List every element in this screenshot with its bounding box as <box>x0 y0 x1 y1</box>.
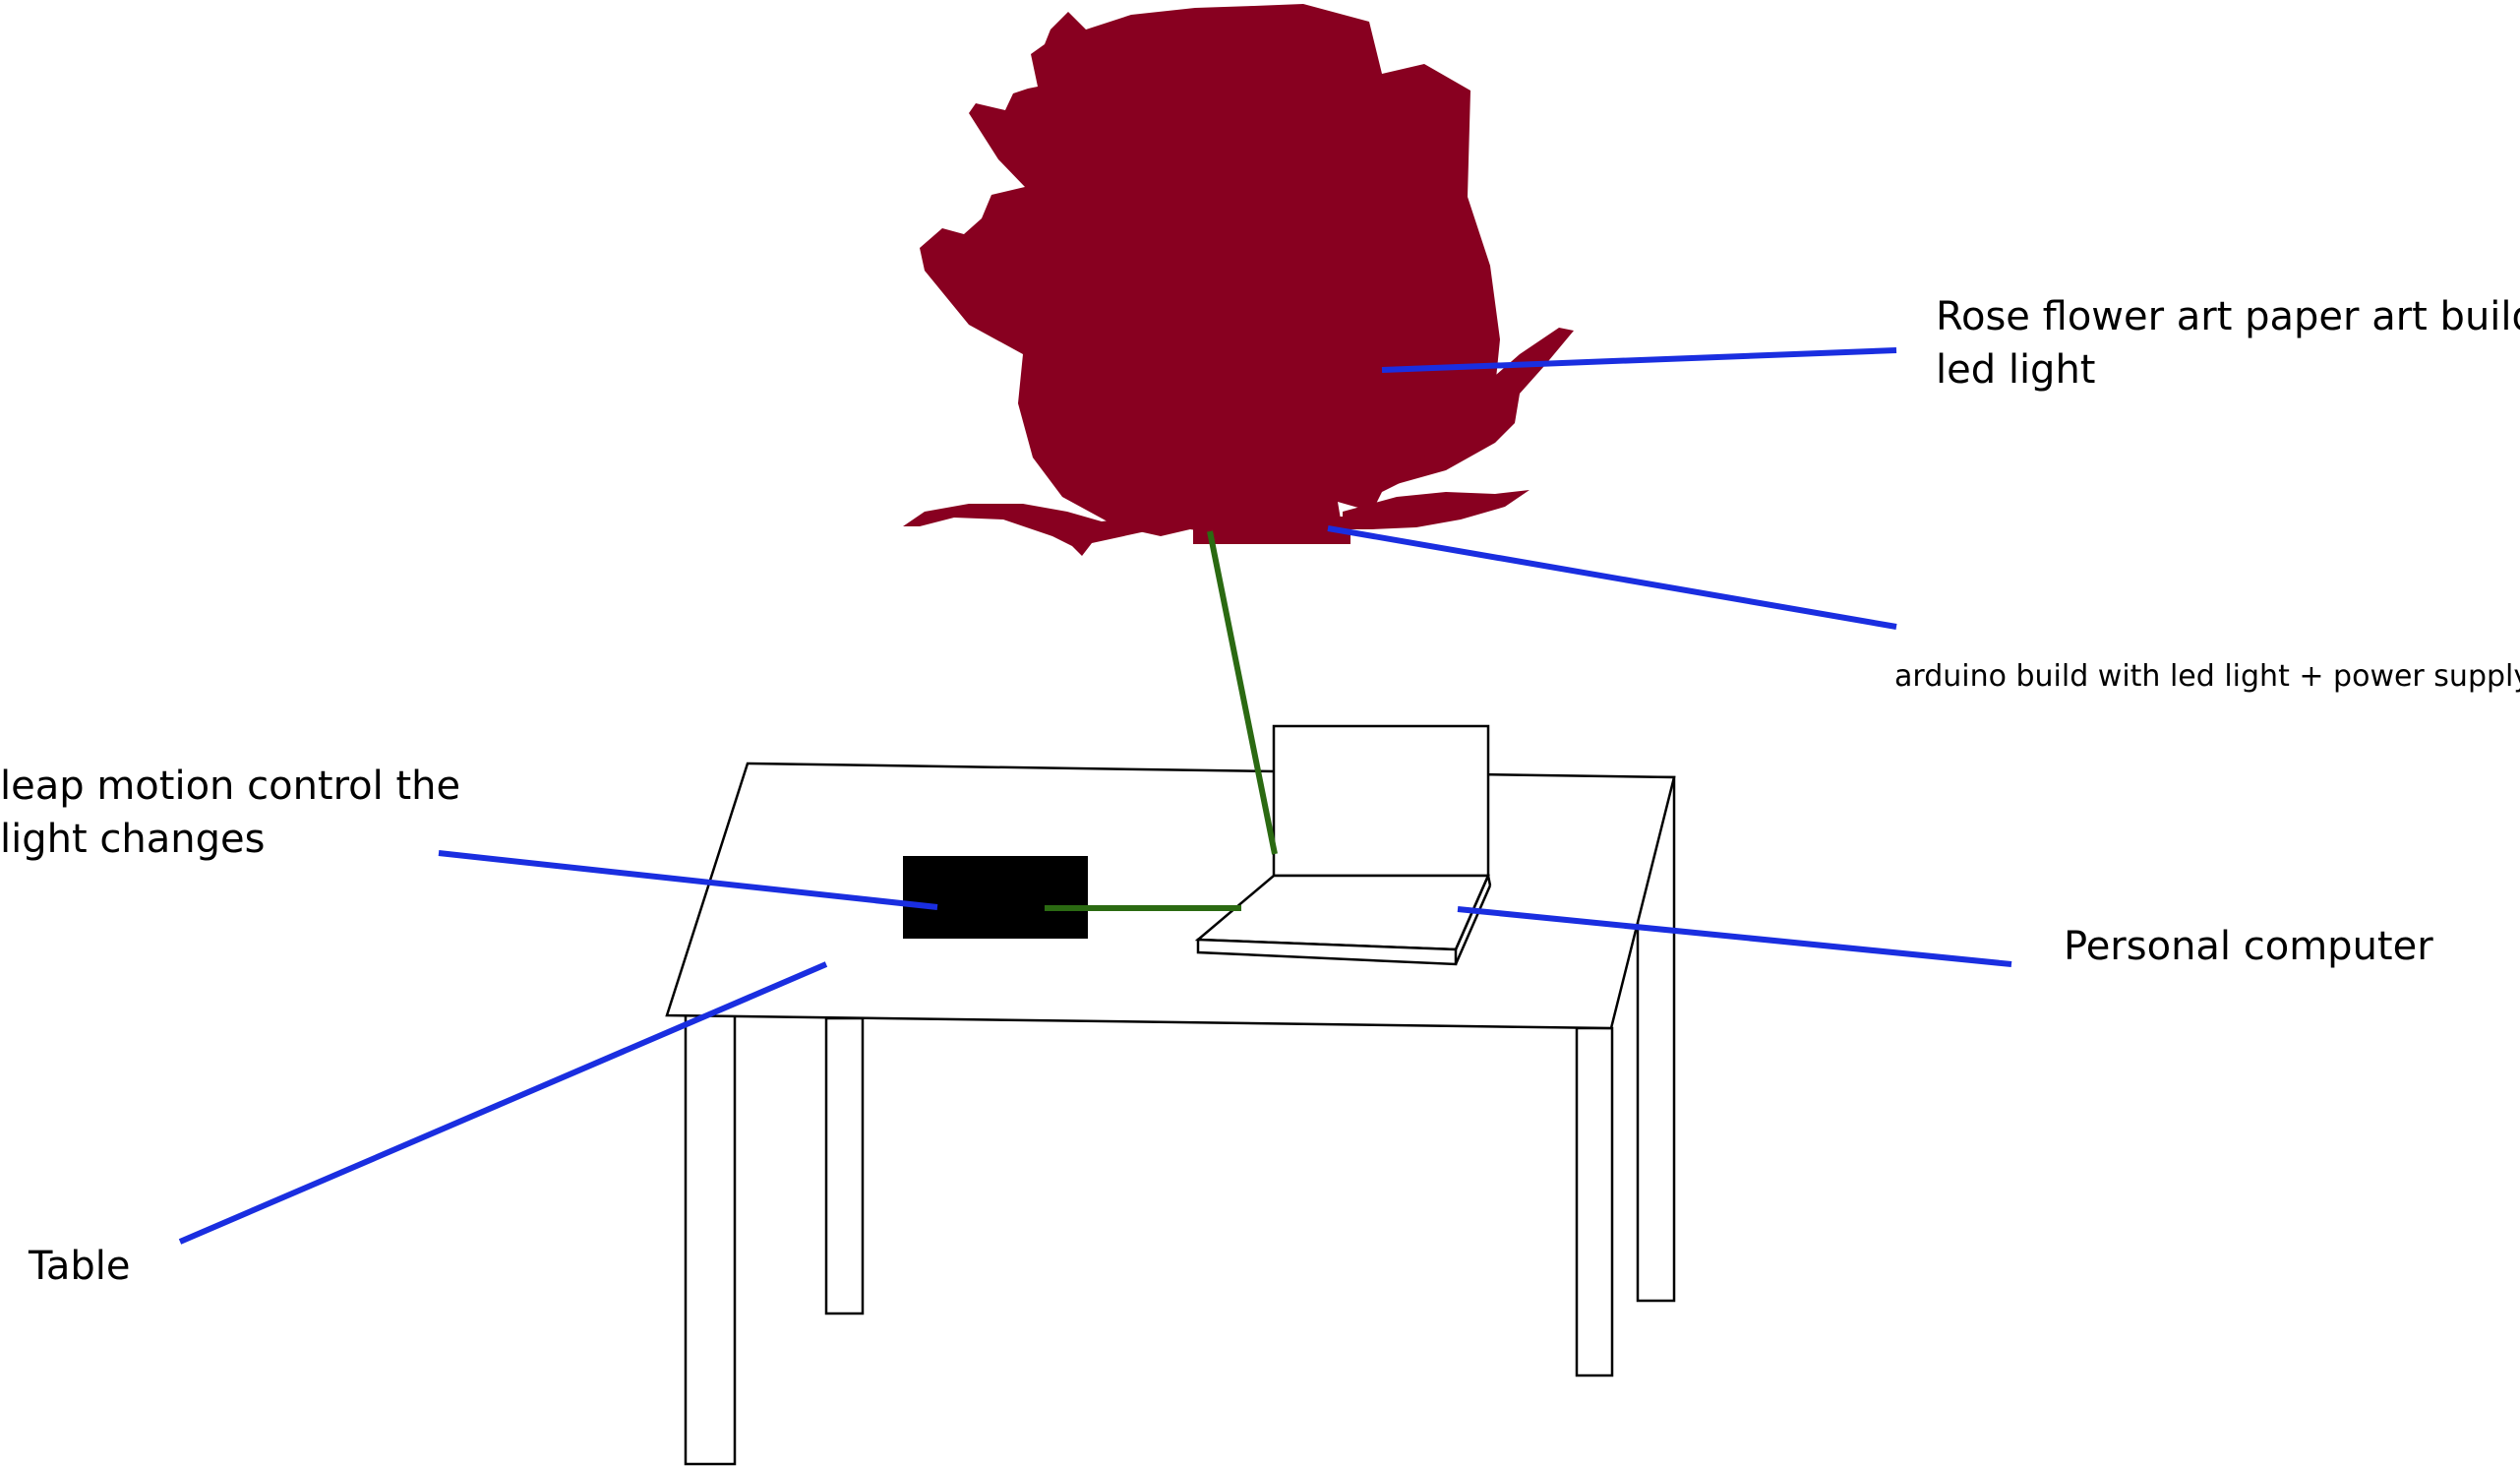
table-leg-front-left <box>684 1009 737 1466</box>
arduino-label-text: arduino build with led light + power sup… <box>1894 659 2520 694</box>
callouts <box>178 347 2012 1245</box>
rose-label-line-2: led light <box>1936 347 2096 393</box>
leap-label-line-1: leap motion control the <box>0 764 461 809</box>
table-leg-front-right <box>1575 1026 1614 1377</box>
callout-computer <box>1457 906 2012 967</box>
rose-label-line-1: Rose flower art paper art build <box>1936 294 2520 339</box>
personal-computer <box>1194 724 1492 966</box>
callout-rose <box>1381 347 1897 373</box>
callout-leap <box>438 850 938 910</box>
connections <box>1045 530 1278 911</box>
leap-motion-device <box>903 856 1088 939</box>
rose-label: Rose flower art paper art build led ligh… <box>1936 290 2520 397</box>
callout-table <box>178 961 828 1245</box>
rose-flower <box>903 4 1574 556</box>
table <box>665 762 1676 1466</box>
rose-to-computer-wire <box>1207 530 1278 855</box>
table-label-text: Table <box>29 1244 131 1289</box>
callout-arduino <box>1327 525 1897 630</box>
leap-label-line-2: light changes <box>0 817 266 862</box>
computer-label-text: Personal computer <box>2064 924 2433 969</box>
personal-computer-label: Personal computer <box>2064 920 2433 973</box>
leap-motion-label: leap motion control the light changes <box>0 760 460 866</box>
table-label: Table <box>29 1240 130 1293</box>
arduino-label: arduino build with led light + power sup… <box>1894 657 2520 698</box>
laptop-screen <box>1272 724 1490 878</box>
table-leg-back-left <box>824 1016 865 1315</box>
